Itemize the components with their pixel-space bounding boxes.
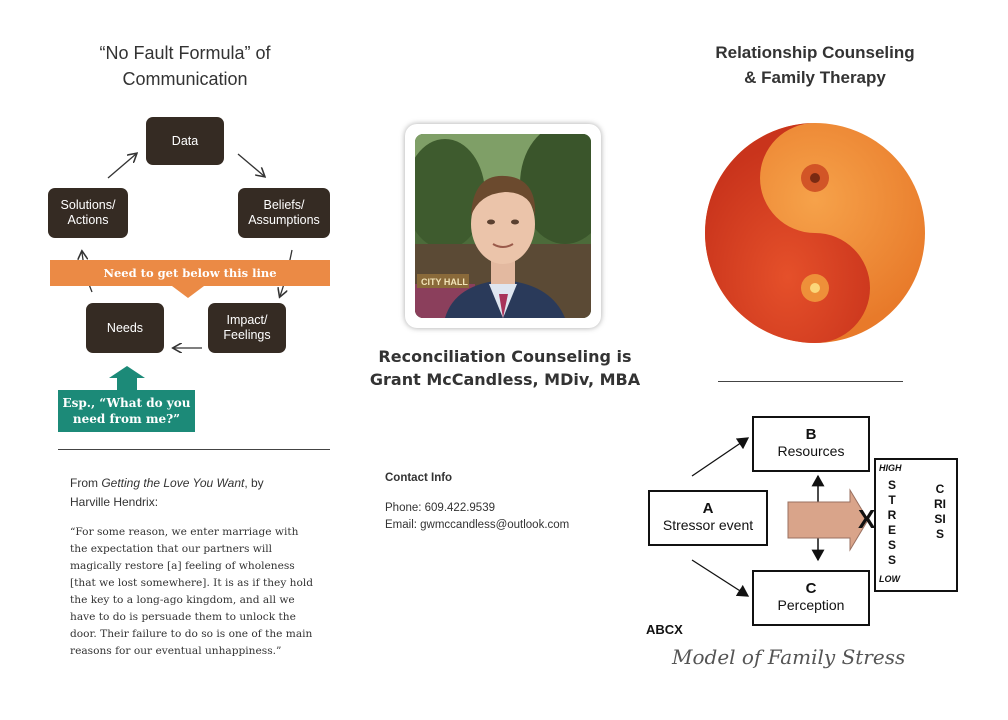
yin-yang-icon xyxy=(705,123,925,343)
book-credit: From Getting the Love You Want, by Harvi… xyxy=(70,474,300,512)
stress-crisis-box: HIGH STRESS CRISIS LOW xyxy=(874,458,958,592)
below-line-banner: Need to get below this line xyxy=(50,260,330,286)
from-suffix: , by Harville Hendrix: xyxy=(70,476,264,509)
contact-email: Email: gwmccandless@outlook.com xyxy=(385,519,570,531)
node-beliefs: Beliefs/ Assumptions xyxy=(238,188,330,238)
perception-label: Perception xyxy=(777,597,845,613)
stress-label: STRESS xyxy=(887,478,897,567)
from-prefix: From xyxy=(70,476,102,490)
perception-letter: C xyxy=(805,580,817,597)
practice-title-line2: Grant McCandless, MDiv, MBA xyxy=(369,370,641,389)
resources-label: Resources xyxy=(777,443,845,459)
practice-title: Reconciliation Counseling is Grant McCan… xyxy=(340,345,670,391)
stressor-label: Stressor event xyxy=(662,517,754,533)
up-arrow-stem xyxy=(117,378,137,390)
low-label: LOW xyxy=(879,574,900,584)
stress-model-connectors xyxy=(691,437,924,597)
therapy-title: Relationship Counseling & Family Therapy xyxy=(690,40,940,90)
contact-phone: Phone: 609.422.9539 xyxy=(385,502,495,514)
high-label: HIGH xyxy=(879,463,902,473)
node-data: Data xyxy=(146,117,224,165)
node-needs: Needs xyxy=(86,303,164,353)
esp-box: Esp., “What do you need from me?” xyxy=(58,390,195,432)
model-caption: Model of Family Stress xyxy=(672,645,906,669)
arrow-data-beliefs xyxy=(237,153,264,176)
crisis-label: CRISIS xyxy=(934,482,946,541)
arrow-solutions-data xyxy=(107,154,136,179)
city-hall-sign: CITY HALL xyxy=(421,277,468,287)
node-solutions: Solutions/ Actions xyxy=(48,188,128,238)
therapy-title-line2: & Family Therapy xyxy=(744,68,886,87)
perception-box: C Perception xyxy=(752,570,870,626)
up-arrow-icon xyxy=(109,366,145,378)
profile-photo-frame: CITY HALL xyxy=(405,124,601,328)
abcx-label: ABCX xyxy=(646,622,683,637)
contact-block: Contact Info Phone: 609.422.9539 Email: … xyxy=(385,472,569,534)
resources-box: B Resources xyxy=(752,416,870,472)
book-title: Getting the Love You Want xyxy=(101,476,245,490)
formula-title: “No Fault Formula” of Communication xyxy=(99,43,271,89)
stressor-letter: A xyxy=(702,500,714,517)
therapy-title-line1: Relationship Counseling xyxy=(715,43,915,62)
left-divider xyxy=(58,449,330,450)
contact-heading: Contact Info xyxy=(385,472,453,484)
practice-title-line1: Reconciliation Counseling is xyxy=(378,347,632,366)
stressor-box: A Stressor event xyxy=(648,490,768,546)
hendrix-quote: “For some reason, we enter marriage with… xyxy=(70,526,314,657)
resources-letter: B xyxy=(805,426,817,443)
node-impact: Impact/ Feelings xyxy=(208,303,286,353)
x-letter: X xyxy=(858,504,876,534)
banner-arrow-tip xyxy=(172,286,204,298)
right-divider xyxy=(718,381,903,382)
profile-photo: CITY HALL xyxy=(415,134,591,318)
